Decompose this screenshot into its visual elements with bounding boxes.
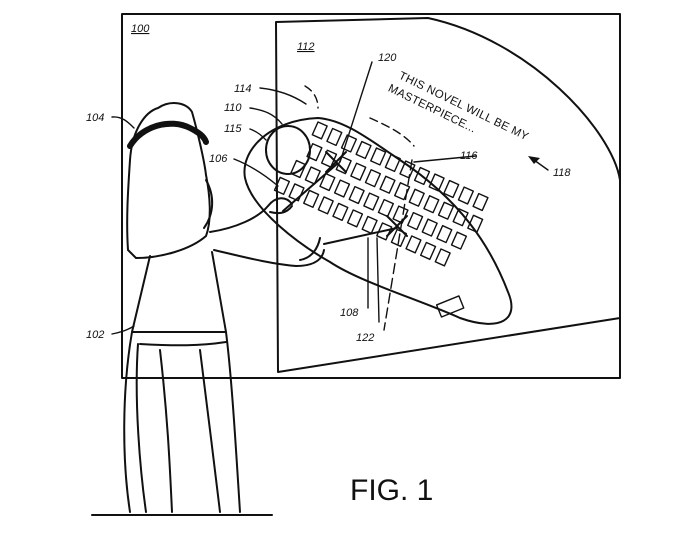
interaction-marker-lower [386,215,408,237]
ref-115: 115 [224,123,242,135]
leader-lines [111,87,549,335]
ref-122: 122 [356,332,374,344]
ref-114: 114 [234,83,252,95]
dashed-arc-120 [369,117,415,147]
spacebar-key [435,295,465,318]
ref-104: 104 [86,112,104,124]
virtual-canvas [275,17,621,373]
projection-122 [383,159,413,331]
ref-110: 110 [224,102,242,114]
dashed-arc-114 [304,85,319,109]
ref-106: 106 [209,153,228,165]
ref-118: 118 [553,167,571,179]
keyboard-panel [243,117,513,325]
ref-112: 112 [297,41,315,53]
ref-100: 100 [131,23,150,35]
ref-108: 108 [340,307,359,319]
screen-text: THIS NOVEL WILL BE MY MASTERPIECE... [386,70,530,143]
ref-116: 116 [460,150,478,162]
user-figure [123,102,325,513]
circle-icon [265,125,311,175]
ref-102: 102 [86,329,104,341]
display-frame [121,13,621,379]
keyboard-keys [273,121,489,267]
projection-120 [339,61,373,163]
ref-120: 120 [378,52,397,64]
arrowhead-118 [528,156,540,164]
projection-108b [376,237,380,323]
headset [127,120,209,149]
figure-caption: FIG. 1 [350,474,433,507]
